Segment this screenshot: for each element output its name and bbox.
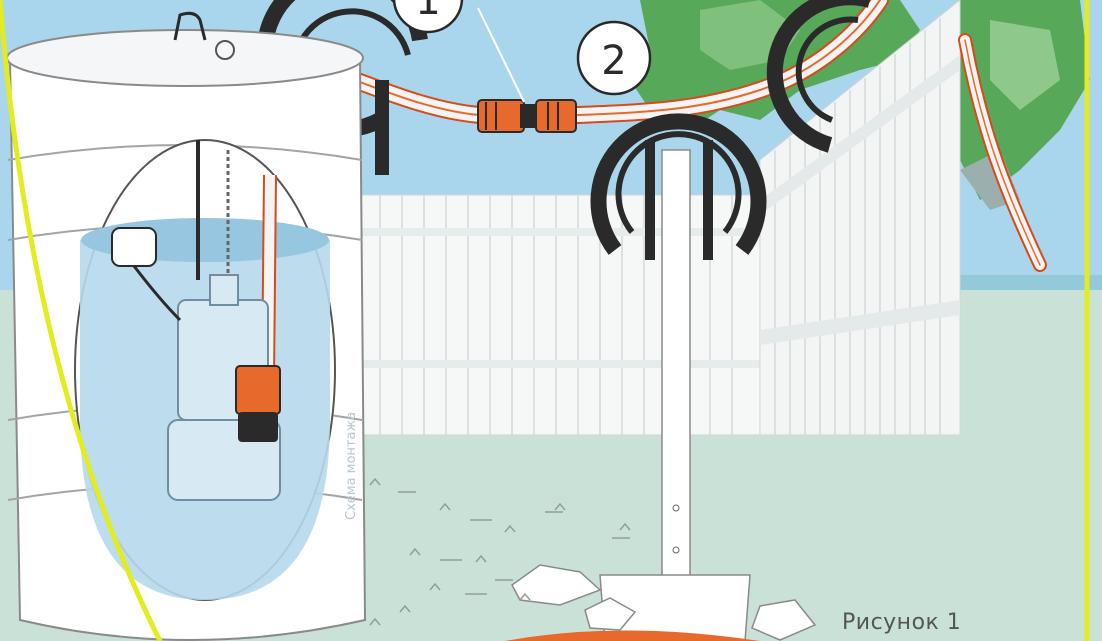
installation-scheme-label: Схема монтажа — [344, 412, 359, 520]
hose-connector-icon — [478, 100, 576, 132]
callout-1-number: 1 — [415, 0, 440, 24]
figure-caption: Рисунок 1 — [842, 610, 961, 635]
callout-2-number: 2 — [601, 38, 626, 84]
callout-2: 2 — [578, 22, 650, 94]
